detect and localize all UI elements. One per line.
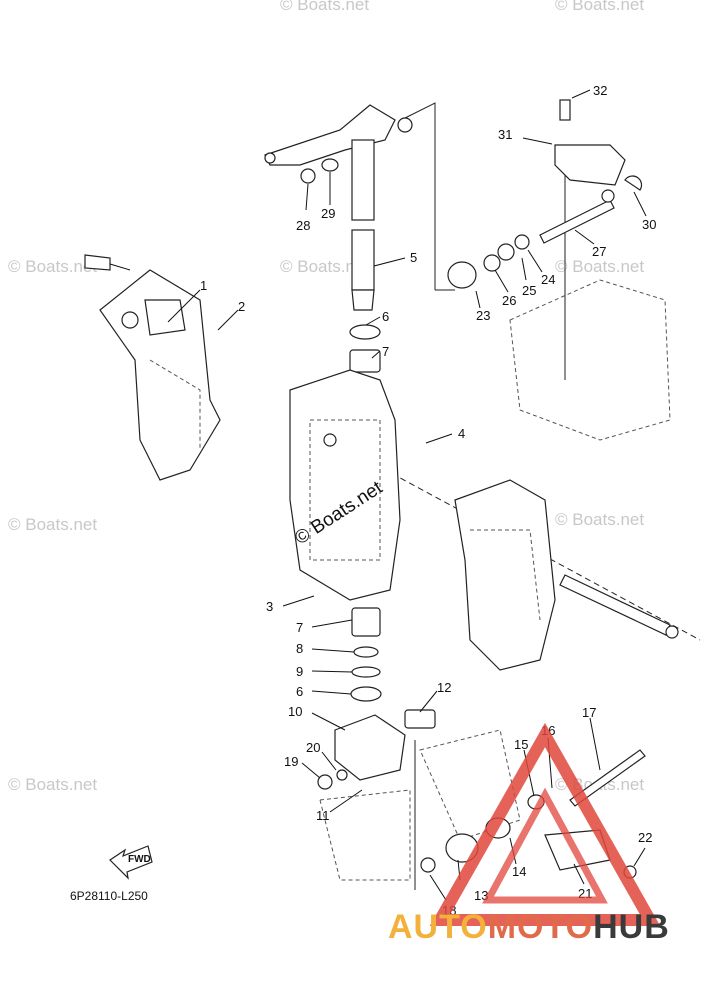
callout-6: 6 — [382, 309, 389, 324]
leader-lines — [167, 89, 647, 901]
callout-7b: 7 — [296, 620, 303, 635]
callout-12: 12 — [437, 680, 451, 695]
callout-24: 24 — [541, 272, 555, 287]
watermark: © Boats.net — [8, 775, 97, 794]
centre-column-parts — [349, 324, 382, 702]
watermark: © Boats.net — [280, 257, 369, 276]
callout-20: 20 — [306, 740, 320, 755]
fwd-label: FWD — [128, 854, 151, 865]
fwd-arrow-icon: FWD — [109, 845, 153, 880]
callout-11: 11 — [316, 808, 330, 823]
callout-15: 15 — [514, 737, 528, 752]
callout-31: 31 — [498, 127, 512, 142]
callout-17: 17 — [582, 705, 596, 720]
diagram-code: 6P28110-L250 — [70, 889, 148, 903]
upper-right-parts — [447, 99, 671, 441]
swivel-bracket — [289, 369, 401, 601]
watermark: © Boats.net — [280, 0, 369, 14]
callout-7: 7 — [382, 344, 389, 359]
steering-arm — [264, 104, 413, 311]
callout-30: 30 — [642, 217, 656, 232]
automotohub-logo: AUTOMOTOHUB — [388, 722, 670, 946]
callout-29: 29 — [321, 206, 335, 221]
watermark: © Boats.net — [555, 510, 644, 529]
callout-26: 26 — [502, 293, 516, 308]
callout-28: 28 — [296, 218, 310, 233]
callout-8: 8 — [296, 641, 303, 656]
callout-1: 1 — [200, 278, 207, 293]
callout-25: 25 — [522, 283, 536, 298]
callout-5: 5 — [410, 250, 417, 265]
right-clamp-bracket — [454, 479, 679, 671]
callout-27: 27 — [592, 244, 606, 259]
callout-19: 19 — [284, 754, 298, 769]
callout-3: 3 — [266, 599, 273, 614]
logo-auto: AUTO — [388, 908, 488, 946]
logo-hub: HUB — [593, 908, 670, 946]
watermark: © Boats.net — [8, 257, 97, 276]
callout-22: 22 — [638, 830, 652, 845]
callout-10: 10 — [288, 704, 302, 719]
callout-9: 9 — [296, 664, 303, 679]
watermark: © Boats.net — [8, 515, 97, 534]
callout-2: 2 — [238, 299, 245, 314]
watermark: © Boats.net — [555, 257, 644, 276]
watermark: © Boats.net — [555, 0, 644, 14]
left-clamp-bracket — [84, 254, 221, 481]
callout-14: 14 — [512, 864, 526, 879]
logo-moto: MOTO — [488, 908, 593, 946]
callout-32: 32 — [593, 83, 607, 98]
callout-23: 23 — [476, 308, 490, 323]
callout-6b: 6 — [296, 684, 303, 699]
logo-triangle-icon — [429, 722, 661, 926]
logo-inner-triangle-icon — [482, 787, 608, 904]
logo-text: AUTOMOTOHUB — [388, 908, 670, 946]
callout-4: 4 — [458, 426, 465, 441]
